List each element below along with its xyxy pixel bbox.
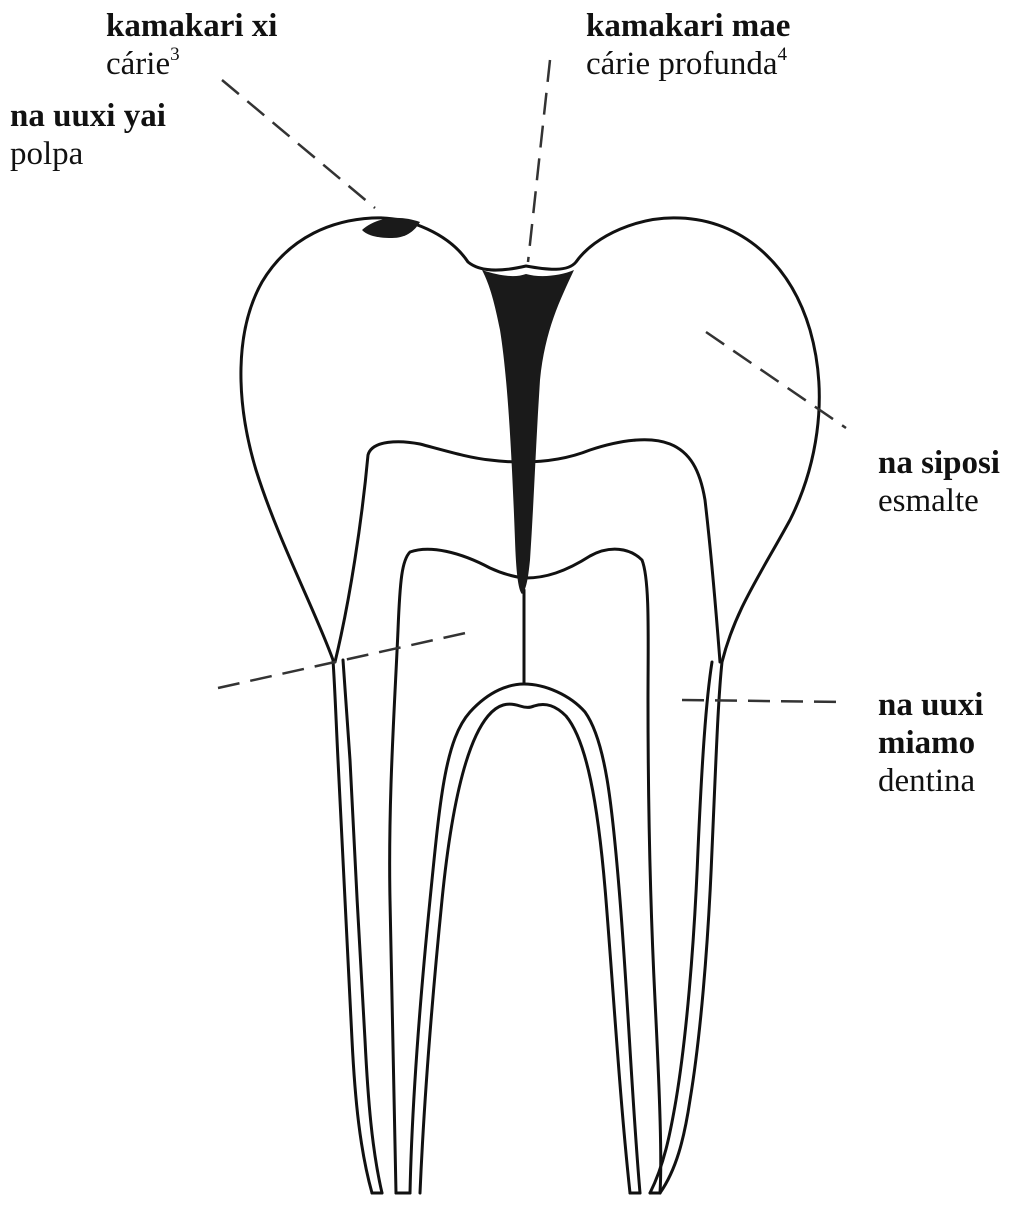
- label-enamel: na siposi esmalte: [878, 444, 1000, 520]
- label-caries-small: kamakari xi cárie3: [106, 7, 277, 83]
- caries-deep-gloss: cárie profunda4: [586, 45, 790, 83]
- dentin-term-line2: miamo: [878, 724, 983, 762]
- caries-deep-term: kamakari mae: [586, 7, 790, 45]
- caries-deep-gloss-text: cárie profunda: [586, 46, 777, 82]
- caries-small-gloss-text: cárie: [106, 46, 170, 82]
- caries-small-gloss: cárie3: [106, 45, 277, 83]
- enamel-gloss: esmalte: [878, 482, 1000, 520]
- root-canal-inner: [420, 704, 630, 1193]
- caries-small-footnote: 3: [170, 44, 180, 65]
- pulp-term: na uuxi yai: [10, 97, 166, 135]
- caries-deep-footnote: 4: [777, 44, 787, 65]
- small-caries-lesion: [362, 218, 420, 238]
- label-caries-deep: kamakari mae cárie profunda4: [586, 7, 790, 83]
- pulp-gloss: polpa: [10, 135, 166, 173]
- enamel-term: na siposi: [878, 444, 1000, 482]
- deep-caries-lesion: [482, 270, 574, 594]
- root-canal-outer: [410, 684, 640, 1193]
- dentin-term-line1: na uuxi: [878, 686, 983, 724]
- label-pulp: na uuxi yai polpa: [10, 97, 166, 173]
- leader-caries-small: [222, 80, 375, 208]
- leader-enamel: [706, 332, 846, 428]
- leader-caries-deep: [528, 60, 550, 262]
- caries-small-term: kamakari xi: [106, 7, 277, 45]
- dentin-gloss: dentina: [878, 762, 983, 800]
- label-dentin: na uuxi miamo dentina: [878, 686, 983, 800]
- left-root-outer: [343, 660, 382, 1193]
